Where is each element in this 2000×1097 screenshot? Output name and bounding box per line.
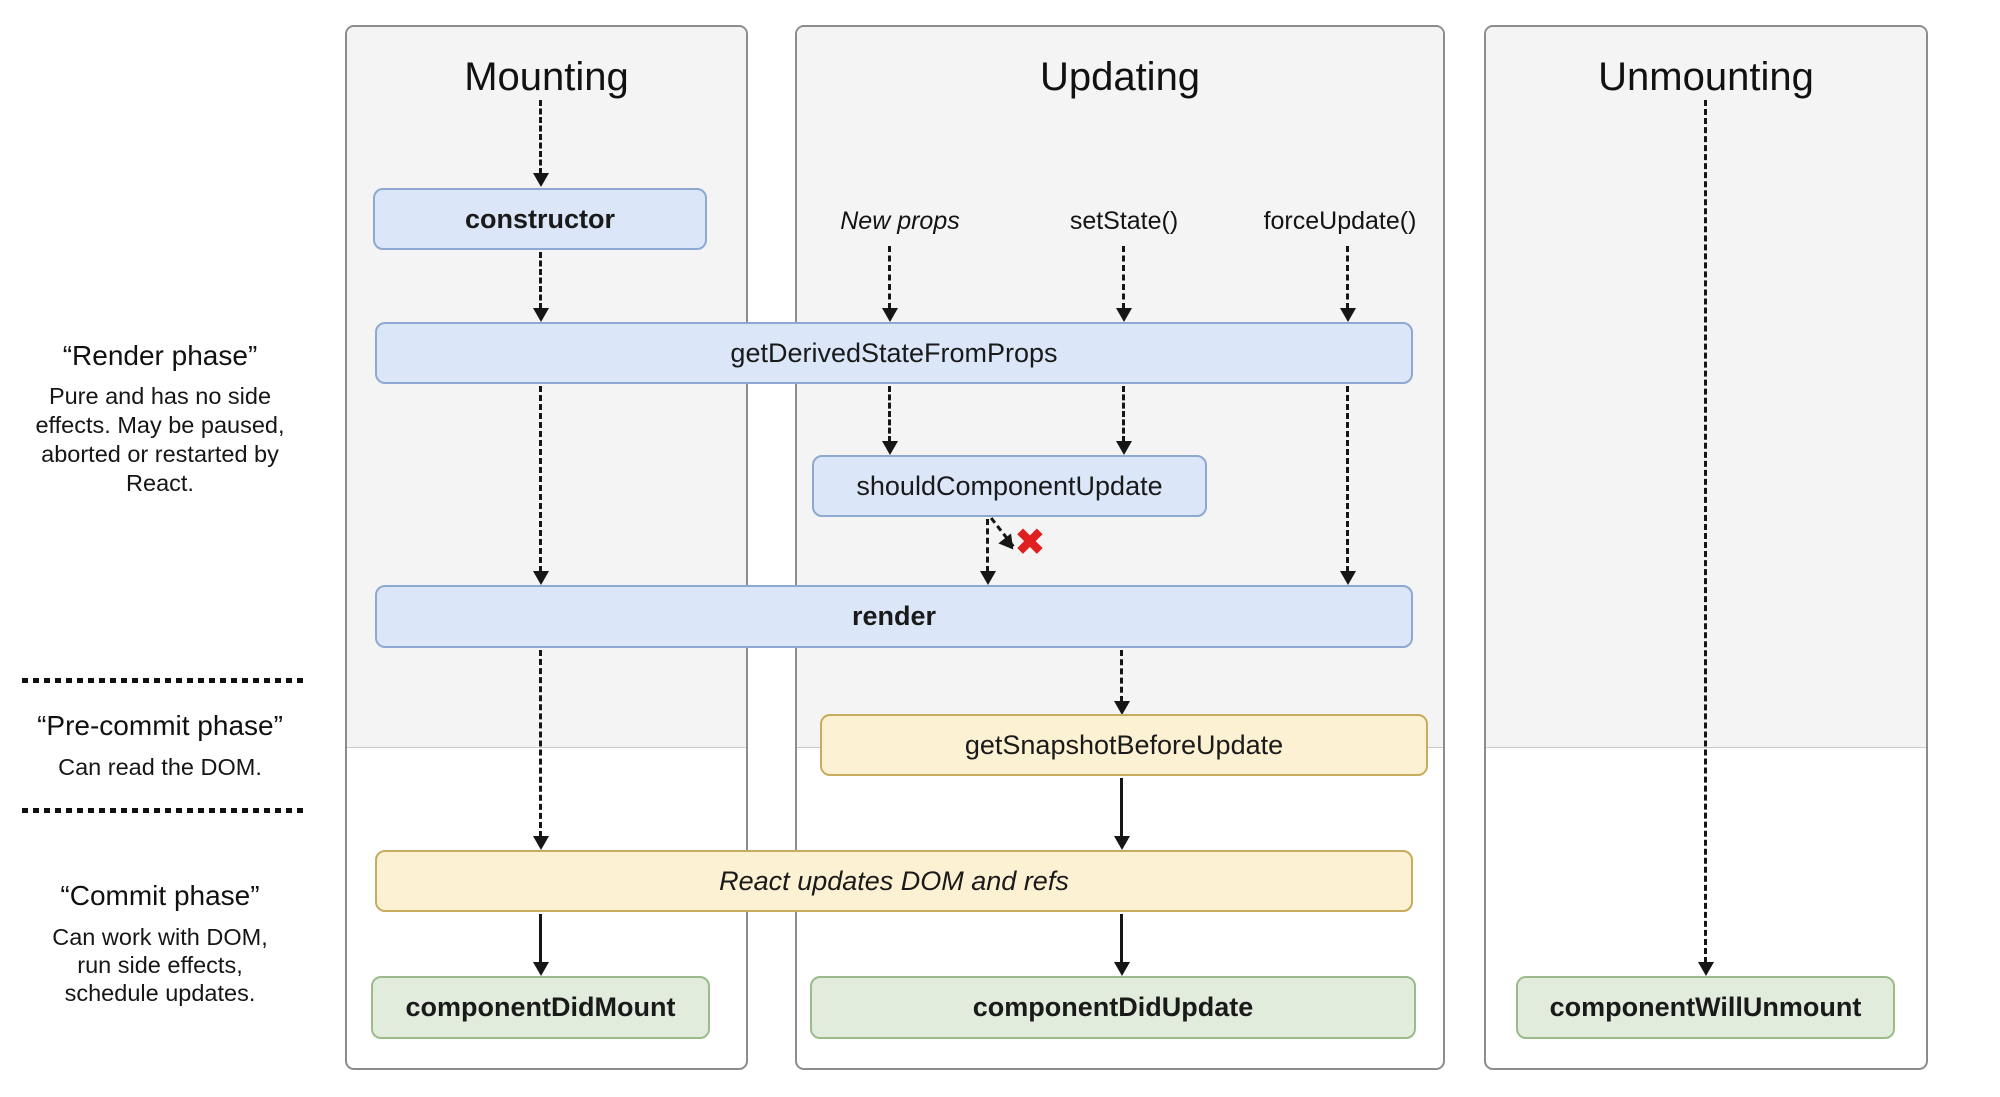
arrowhead (533, 173, 549, 187)
pre-commit-phase-description: Can read the DOM. (58, 754, 262, 780)
arrow-gdsfp-to-render-mounting (539, 386, 542, 572)
arrow-getsnapshot-to-reactupdates (1120, 778, 1123, 837)
arrowhead (980, 571, 996, 585)
arrow-scu-to-render (986, 519, 989, 572)
arrowhead (882, 441, 898, 455)
arrowhead (533, 836, 549, 850)
arrowhead (533, 962, 549, 976)
arrow-reactupdates-to-didupdate (1120, 914, 1123, 963)
componentdidmount-box[interactable]: componentDidMount (371, 976, 710, 1039)
arrow-reactupdates-to-didmount (539, 914, 542, 963)
arrowhead (1116, 308, 1132, 322)
trigger-set-state: setState() (1069, 206, 1179, 235)
arrow-gdsfp-to-scu-left (888, 386, 891, 442)
getderivedstatefromprops-box[interactable]: getDerivedStateFromProps (375, 322, 1413, 384)
arrowhead (1114, 962, 1130, 976)
arrow-forceupdate-to-gdsfp (1346, 246, 1349, 309)
render-phase-description: Pure and has no side effects. May be pau… (35, 383, 285, 496)
arrow-render-to-getsnapshot (1120, 650, 1123, 702)
arrowhead (533, 308, 549, 322)
constructor-box[interactable]: constructor (373, 188, 707, 250)
componentwillunmount-box[interactable]: componentWillUnmount (1516, 976, 1895, 1039)
commit-phase-description: Can work with DOM, run side effects, sch… (52, 924, 268, 1006)
column-title-unmounting: Unmounting (1598, 55, 1814, 99)
arrowhead (1114, 836, 1130, 850)
arrowhead (1698, 962, 1714, 976)
arrow-gdsfp-to-scu-right (1122, 386, 1125, 442)
column-title-mounting: Mounting (464, 55, 629, 99)
arrow-constructor-to-gdsfp (539, 252, 542, 309)
arrowhead (1340, 308, 1356, 322)
commit-phase-title: “Commit phase” (60, 880, 260, 911)
getsnapshotbeforeupdate-box[interactable]: getSnapshotBeforeUpdate (820, 714, 1428, 776)
arrowhead (533, 571, 549, 585)
arrow-setstate-to-gdsfp (1122, 246, 1125, 309)
skip-render-x-icon: ✖ (1014, 522, 1046, 564)
arrowhead (882, 308, 898, 322)
componentdidupdate-box[interactable]: componentDidUpdate (810, 976, 1416, 1039)
trigger-force-update: forceUpdate() (1263, 206, 1417, 235)
arrowhead (1116, 441, 1132, 455)
phase-separator-top (22, 678, 306, 683)
arrow-forceupdate-to-render (1346, 386, 1349, 572)
trigger-new-props: New props (840, 206, 960, 235)
column-title-updating: Updating (1039, 55, 1201, 99)
arrowhead (1340, 571, 1356, 585)
arrow-unmounting-to-willunmount (1704, 100, 1707, 963)
render-phase-title: “Render phase” (62, 340, 258, 371)
render-box[interactable]: render (375, 585, 1413, 648)
arrowhead (1114, 701, 1130, 715)
react-updates-dom-box: React updates DOM and refs (375, 850, 1413, 912)
shouldcomponentupdate-box[interactable]: shouldComponentUpdate (812, 455, 1207, 517)
phase-separator-bottom (22, 808, 306, 813)
pre-commit-phase-title: “Pre-commit phase” (37, 710, 283, 741)
arrow-render-to-reactupdates-mounting (539, 650, 542, 837)
arrow-newprops-to-gdsfp (888, 246, 891, 309)
arrow-mounting-to-constructor (539, 100, 542, 174)
